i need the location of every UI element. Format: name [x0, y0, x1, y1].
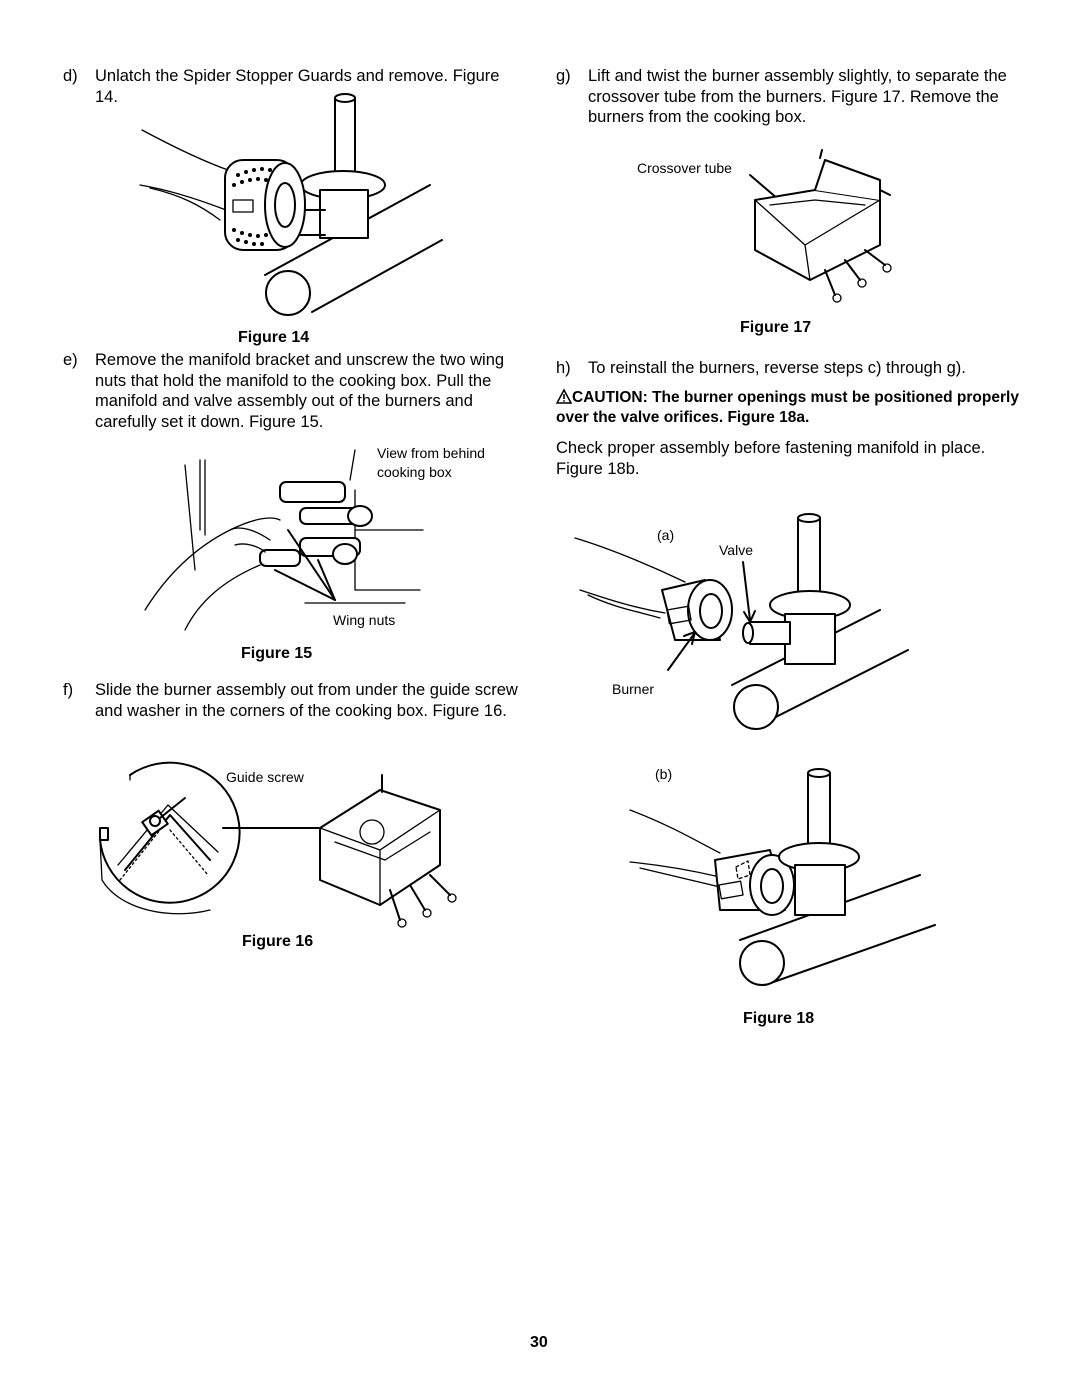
figure-17-illustration — [749, 149, 892, 303]
step-d: d) Unlatch the Spider Stopper Guards and… — [63, 66, 518, 110]
step-text: Remove the manifold bracket and unscrew … — [95, 351, 505, 431]
step-h: h) To reinstall the burners, reverse ste… — [556, 358, 1026, 380]
figure-18b-label: (b) — [655, 766, 673, 782]
wing-nuts-label: Wing nuts — [333, 612, 396, 628]
check-assembly-text: Check proper assembly before fastening m… — [556, 439, 986, 478]
step-letter: h) — [556, 359, 571, 377]
step-letter: e) — [63, 351, 78, 369]
figure-18b-illustration — [629, 768, 936, 986]
step-g: g) Lift and twist the burner assembly sl… — [556, 66, 1026, 130]
valve-label: Valve — [719, 542, 753, 558]
figure-18a-illustration — [574, 513, 909, 730]
crossover-tube-label: Crossover tube — [637, 160, 732, 176]
figure-15-caption: Figure 15 — [241, 645, 313, 662]
page-number: 30 — [530, 1334, 548, 1351]
figure-17-caption: Figure 17 — [740, 319, 812, 336]
step-text: To reinstall the burners, reverse steps … — [588, 359, 966, 377]
step-e: e) Remove the manifold bracket and unscr… — [63, 350, 518, 434]
step-f: f) Slide the burner assembly out from un… — [63, 680, 518, 744]
view-from-behind-label: View from behind cooking box — [377, 445, 485, 480]
caution-text: CAUTION: The burner openings must be pos… — [556, 389, 1019, 426]
step-letter: d) — [63, 67, 78, 85]
figure-14-caption: Figure 14 — [238, 329, 310, 346]
warning-triangle-icon — [555, 388, 573, 404]
step-text: Lift and twist the burner assembly sligh… — [588, 67, 1007, 126]
figure-16-illustration — [99, 761, 457, 928]
guide-screw-label: Guide screw — [226, 769, 304, 785]
figure-18-caption: Figure 18 — [743, 1010, 815, 1027]
caution-note: CAUTION: The burner openings must be pos… — [555, 388, 1026, 428]
figure-18a-label: (a) — [657, 527, 675, 543]
step-letter: g) — [556, 67, 571, 85]
figure-14-illustration — [139, 93, 443, 316]
figure-16-caption: Figure 16 — [242, 933, 314, 950]
burner-label: Burner — [612, 681, 655, 697]
figure-15-illustration — [144, 449, 424, 631]
step-text: Slide the burner assembly out from under… — [95, 681, 518, 720]
step-letter: f) — [63, 681, 74, 699]
step-text: Unlatch the Spider Stopper Guards and re… — [95, 67, 500, 106]
